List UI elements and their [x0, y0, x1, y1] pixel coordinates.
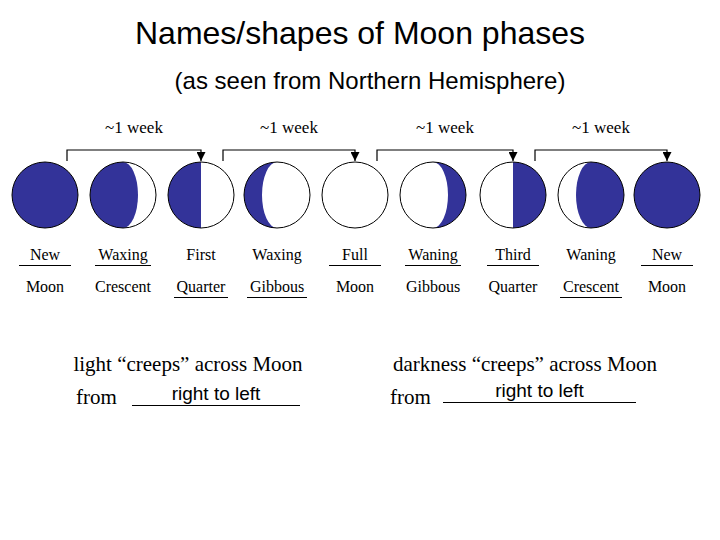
moon-disc [168, 162, 234, 228]
moon-phase: NewMoon [627, 161, 707, 301]
moon-shape [167, 161, 235, 229]
phase-name: First [183, 245, 218, 265]
week-arrow [535, 150, 667, 161]
note-text: from [76, 385, 117, 410]
moon-disc [322, 162, 388, 228]
label-row: Moon [5, 277, 85, 297]
moon-disc [90, 162, 156, 228]
moon-outline [558, 162, 624, 228]
label-row: Gibbous [237, 277, 317, 298]
note-text: darkness “creeps” across Moon [393, 352, 657, 377]
moon-shape [633, 161, 701, 229]
moon-phase: FirstQuarter [161, 161, 241, 301]
phase-name: Quarter [486, 277, 541, 297]
moon-shadow [90, 162, 138, 228]
phase-name: Moon [333, 277, 377, 297]
phase-name: Crescent [92, 277, 154, 297]
label-row: Quarter [473, 277, 553, 297]
label-row: Third [473, 245, 553, 266]
note-text: light “creeps” across Moon [73, 352, 302, 377]
week-arrow [377, 150, 513, 161]
duration-label: ~1 week [103, 118, 165, 138]
moon-shape [479, 161, 547, 229]
week-arrow [223, 150, 355, 161]
note-text: from [390, 385, 431, 410]
page-title: Names/shapes of Moon phases [0, 14, 720, 52]
moon-outline [400, 162, 466, 228]
moon-outline [480, 162, 546, 228]
moon-shape [321, 161, 389, 229]
phase-name: Moon [23, 277, 67, 297]
phase-name: Moon [645, 277, 689, 297]
moon-disc [558, 162, 624, 228]
label-row: Crescent [83, 277, 163, 297]
label-row: Moon [315, 277, 395, 297]
answer-blank: right to left [132, 382, 300, 406]
moon-disc [12, 162, 78, 228]
moon-shadow [513, 162, 546, 228]
moon-disc [244, 162, 310, 228]
moon-outline [244, 162, 310, 228]
duration-label: ~1 week [414, 118, 476, 138]
label-row: Full [315, 245, 395, 266]
moon-phase: WaningCrescent [551, 161, 631, 301]
phase-name: Waxing [249, 245, 304, 265]
phase-name: Waning [405, 245, 460, 266]
phase-name: Gibbous [403, 277, 463, 297]
moon-shadow [576, 162, 624, 228]
label-row: Waxing [237, 245, 317, 265]
phase-name: Full [329, 245, 381, 266]
phase-name: Quarter [174, 277, 229, 298]
moon-disc [634, 162, 700, 228]
week-arrow [67, 150, 201, 161]
phase-name: Crescent [560, 277, 622, 298]
label-row: Waning [393, 245, 473, 266]
moon-phase: WaxingCrescent [83, 161, 163, 301]
moon-shape [11, 161, 79, 229]
moon-shadow [168, 162, 201, 228]
moon-shadow [244, 162, 277, 228]
label-row: Quarter [161, 277, 241, 298]
moon-phase: WaningGibbous [393, 161, 473, 301]
moon-shape [243, 161, 311, 229]
moon-shadow [433, 162, 466, 228]
label-row: Moon [627, 277, 707, 297]
subtitle: (as seen from Northern Hemisphere) [10, 66, 720, 96]
phase-name: Waning [563, 245, 618, 265]
label-row: Waxing [83, 245, 163, 266]
moon-phase: FullMoon [315, 161, 395, 301]
label-row: Waning [551, 245, 631, 265]
moon-outline [90, 162, 156, 228]
label-row: First [161, 245, 241, 265]
moon-shape [399, 161, 467, 229]
phase-name: Waxing [95, 245, 150, 266]
moon-shape [89, 161, 157, 229]
label-row: Crescent [551, 277, 631, 298]
moon-outline [634, 162, 700, 228]
moon-disc [480, 162, 546, 228]
moon-outline [322, 162, 388, 228]
label-row: New [627, 245, 707, 266]
label-row: New [5, 245, 85, 266]
moon-phase: ThirdQuarter [473, 161, 553, 301]
phase-name: New [641, 245, 693, 266]
moon-shape [557, 161, 625, 229]
duration-label: ~1 week [570, 118, 632, 138]
moon-disc [400, 162, 466, 228]
moon-outline [168, 162, 234, 228]
label-row: Gibbous [393, 277, 473, 297]
phase-name: New [19, 245, 71, 266]
phase-name: Gibbous [247, 277, 307, 298]
moon-outline [12, 162, 78, 228]
phase-name: Third [487, 245, 539, 266]
answer-blank: right to left [443, 379, 636, 403]
duration-label: ~1 week [258, 118, 320, 138]
moon-phase: WaxingGibbous [237, 161, 317, 301]
moon-phase: NewMoon [5, 161, 85, 301]
